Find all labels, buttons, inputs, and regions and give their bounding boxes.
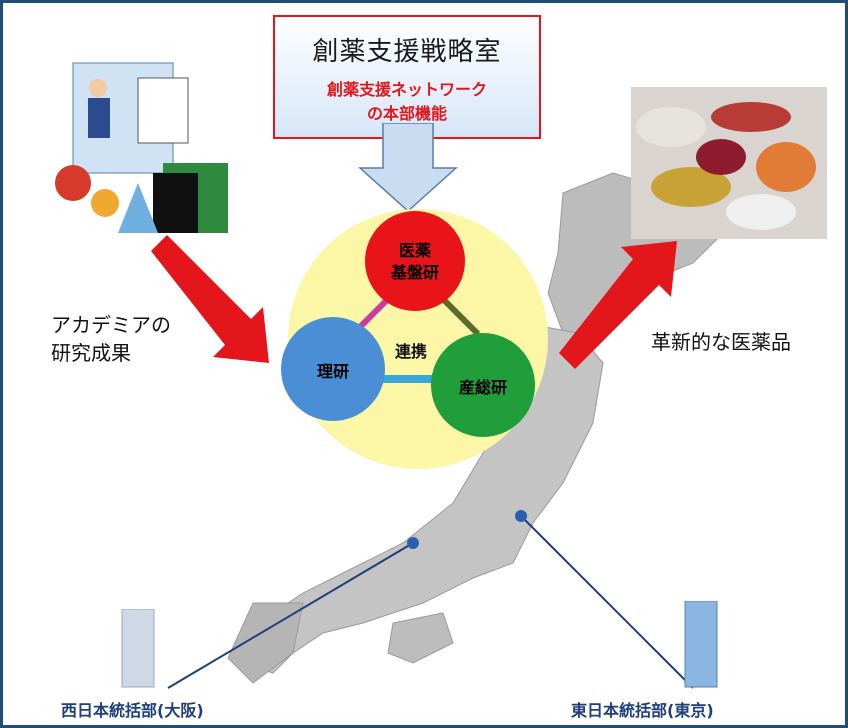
tokyo-marker	[515, 510, 527, 522]
office-connectors	[167, 510, 694, 689]
output-arrow	[559, 241, 677, 369]
innovative-drugs-label: 革新的な医薬品	[651, 330, 791, 354]
node-aist-label: 産総研	[459, 378, 507, 397]
collaboration-label: 連携	[395, 342, 427, 361]
node-nibiohn-label-1: 医薬	[399, 241, 432, 260]
node-riken	[281, 317, 385, 421]
node-aist	[431, 333, 535, 437]
node-nibiohn-label-2: 基盤研	[390, 263, 439, 282]
collaboration-cluster: 医薬 基盤研 理研 産総研 連携	[281, 209, 548, 469]
node-nibiohn	[365, 211, 465, 311]
strategy-office-box: 創薬支援戦略室 創薬支援ネットワーク の本部機能	[273, 15, 541, 139]
east-office-label: 東日本統括部(東京)	[571, 701, 714, 720]
node-riken-label: 理研	[317, 362, 349, 381]
east-building-icon	[684, 601, 718, 688]
network-hq-label: 創薬支援ネットワーク の本部機能	[326, 80, 487, 123]
down-arrow	[358, 123, 458, 213]
academia-results-label: アカデミアの 研究成果	[51, 313, 171, 365]
research-illustration	[55, 62, 228, 233]
west-office-label: 西日本統括部(大阪)	[61, 701, 204, 720]
input-arrow	[151, 235, 269, 363]
west-building-icon	[121, 609, 155, 688]
strategy-office-title: 創薬支援戦略室	[312, 37, 502, 67]
pills-photo	[631, 87, 827, 239]
osaka-marker	[407, 537, 419, 549]
